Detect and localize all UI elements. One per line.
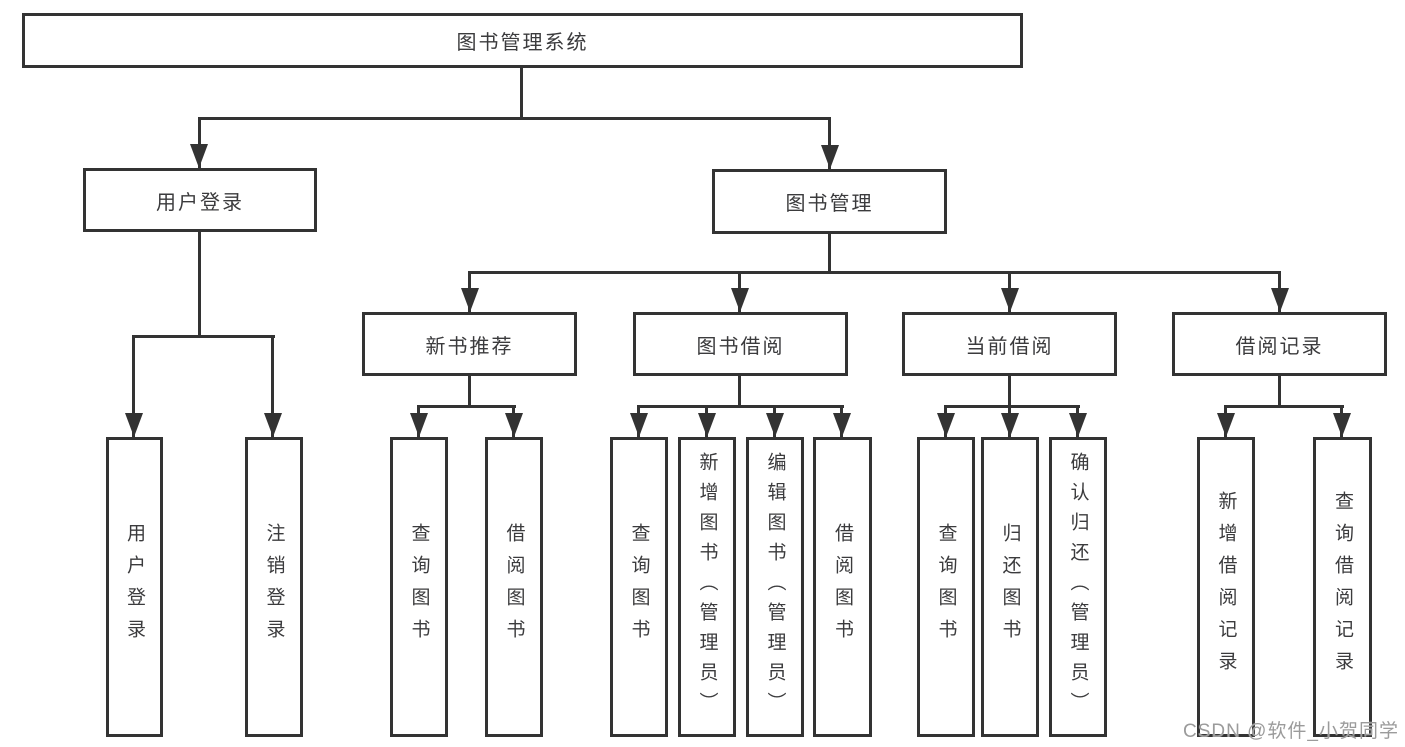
node-user-login: 用户登录 [83,168,317,232]
leaf-user-login: 用户登录 [106,437,163,737]
arrowhead-icon [125,413,143,437]
connector-line [132,335,275,338]
arrowhead-icon [1069,413,1087,437]
leaf-label: 编辑图书（管理员） [764,452,786,722]
arrowhead-icon [1271,288,1289,312]
leaf-query-books-recommend: 查询图书 [390,437,448,737]
connector-line [198,232,201,338]
leaf-label: 查询借阅记录 [1332,491,1353,683]
arrowhead-icon [461,288,479,312]
connector-line [468,376,471,408]
connector-line [828,234,831,274]
arrowhead-icon [410,413,428,437]
connector-line [637,405,844,408]
leaf-return-books: 归还图书 [981,437,1039,737]
arrowhead-icon [731,288,749,312]
leaf-label: 新增图书（管理员） [696,452,718,722]
connector-line [468,271,1281,274]
arrowhead-icon [505,413,523,437]
leaf-label: 注销登录 [263,523,285,651]
arrowhead-icon [630,413,648,437]
arrowhead-icon [1001,413,1019,437]
connector-line [198,117,831,120]
leaf-borrow-books-recommend: 借阅图书 [485,437,543,737]
leaf-query-books-borrow: 查询图书 [610,437,668,737]
node-borrowing-records: 借阅记录 [1172,312,1387,376]
leaf-label: 确认归还（管理员） [1067,452,1089,722]
node-book-borrowing: 图书借阅 [633,312,848,376]
connector-line [1008,376,1011,408]
leaf-label: 归还图书 [999,523,1021,651]
connector-line [1278,376,1281,408]
leaf-label: 新增借阅记录 [1215,491,1237,683]
leaf-edit-books-admin: 编辑图书（管理员） [746,437,804,737]
connector-line [1224,405,1344,408]
connector-line [132,335,135,437]
node-new-book-recommendation: 新书推荐 [362,312,577,376]
arrowhead-icon [264,413,282,437]
leaf-add-books-admin: 新增图书（管理员） [678,437,736,737]
arrowhead-icon [833,413,851,437]
connector-line [520,68,523,120]
connector-line [417,405,516,408]
leaf-label: 借阅图书 [832,523,853,651]
arrowhead-icon [190,144,208,168]
leaf-label: 查询图书 [408,523,430,651]
arrowhead-icon [1333,413,1351,437]
leaf-label: 用户登录 [124,523,145,651]
connector-line [738,376,741,408]
leaf-label: 借阅图书 [503,523,525,651]
arrowhead-icon [937,413,955,437]
node-library-management-system: 图书管理系统 [22,13,1023,68]
connector-line [944,405,1080,408]
arrowhead-icon [821,145,839,169]
csdn-watermark: CSDN @软件_小贺同学 [1183,721,1399,742]
leaf-label: 查询图书 [628,523,650,651]
leaf-label: 查询图书 [935,523,957,651]
connector-line [828,117,831,169]
arrowhead-icon [766,413,784,437]
node-book-management: 图书管理 [712,169,947,234]
arrowhead-icon [1217,413,1235,437]
arrowhead-icon [1001,288,1019,312]
arrowhead-icon [698,413,716,437]
leaf-borrow-books: 借阅图书 [813,437,872,737]
connector-line [271,335,274,437]
connector-line [198,117,201,168]
leaf-query-books-current: 查询图书 [917,437,975,737]
leaf-add-borrow-record: 新增借阅记录 [1197,437,1255,737]
leaf-query-borrow-record: 查询借阅记录 [1313,437,1372,737]
leaf-logout-login: 注销登录 [245,437,303,737]
node-current-borrowing: 当前借阅 [902,312,1117,376]
leaf-confirm-return-admin: 确认归还（管理员） [1049,437,1107,737]
